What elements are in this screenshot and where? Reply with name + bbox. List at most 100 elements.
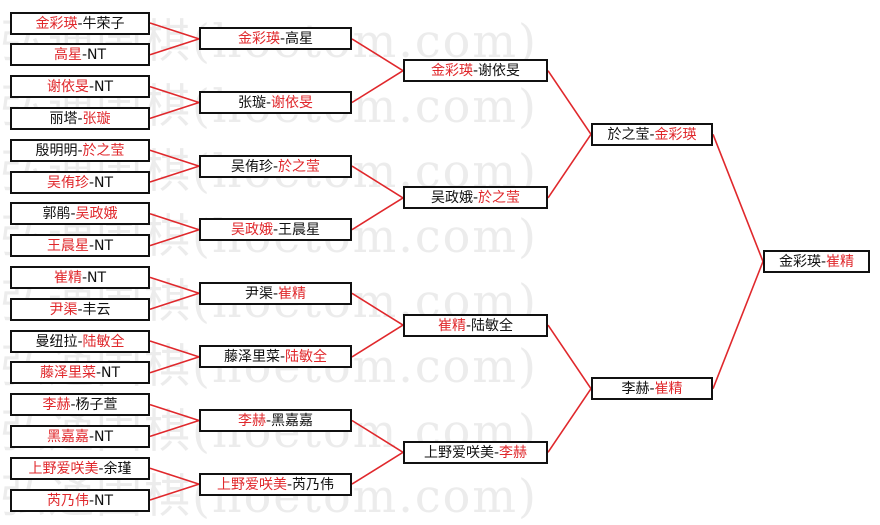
versus-dash: - xyxy=(81,269,88,286)
versus-dash: - xyxy=(70,205,76,222)
round-of-32-match-box: 芮乃伟-NT xyxy=(10,489,150,512)
versus-dash: - xyxy=(649,126,655,143)
round-of-32-match-box: 丽塔-张璇 xyxy=(10,107,150,130)
connector-line xyxy=(712,261,764,389)
connector-line xyxy=(547,388,592,453)
connector-line xyxy=(351,70,404,104)
player-name: 金彩瑛 xyxy=(35,15,78,32)
round-of-32-match-box: 王晨星-NT xyxy=(10,234,150,257)
player-name: 高星 xyxy=(285,30,314,47)
round-of-32-match-box: 崔精-NT xyxy=(10,266,150,289)
versus-dash: - xyxy=(77,110,83,127)
round-of-32-match-box: 曼纽拉-陆敏全 xyxy=(10,330,150,353)
versus-dash: - xyxy=(472,189,479,206)
connector-line xyxy=(351,292,404,326)
connector-line xyxy=(149,403,200,422)
player-name: 丰云 xyxy=(82,301,111,318)
versus-dash: - xyxy=(820,253,827,270)
player-name: 黑嘉嘉 xyxy=(271,412,314,429)
player-name: 高星 xyxy=(53,46,82,63)
versus-dash: - xyxy=(649,380,655,397)
player-name: 上野爱咲美 xyxy=(216,476,287,493)
versus-dash: - xyxy=(70,396,76,413)
player-name: 金彩瑛 xyxy=(237,30,280,47)
player-name: 李赫 xyxy=(621,380,650,397)
round-of-16-match-box: 上野爱咲美-芮乃伟 xyxy=(199,473,352,496)
player-name: 芮乃伟 xyxy=(292,476,335,493)
connector-line xyxy=(149,340,200,358)
player-name: NT xyxy=(94,237,114,254)
round-of-32-match-box: 高星-NT xyxy=(10,43,150,66)
player-name: 丽塔 xyxy=(49,110,78,127)
connector-line xyxy=(149,467,200,485)
versus-dash: - xyxy=(272,285,279,302)
round-of-32-match-box: 黑嘉嘉-NT xyxy=(10,425,150,448)
player-name: 杨子萱 xyxy=(75,396,118,413)
player-name: 吴侑珍 xyxy=(46,174,89,191)
round-of-32-match-box: 殷明明-於之莹 xyxy=(10,139,150,162)
connector-line xyxy=(149,356,200,374)
versus-dash: - xyxy=(77,15,83,32)
player-name: 王晨星 xyxy=(278,221,321,238)
player-name: 崔精 xyxy=(654,380,683,397)
player-name: NT xyxy=(94,174,114,191)
connector-line xyxy=(712,134,764,262)
versus-dash: - xyxy=(286,476,293,493)
connector-line xyxy=(149,276,200,295)
connector-line xyxy=(149,101,200,120)
connector-line xyxy=(351,451,404,485)
player-name: 於之莹 xyxy=(478,189,521,206)
player-name: 李赫 xyxy=(42,396,71,413)
quarterfinal-match-box: 吴政娥-於之莹 xyxy=(403,186,548,209)
connector-line xyxy=(149,165,200,183)
player-name: 李赫 xyxy=(499,444,528,461)
player-name: NT xyxy=(87,46,107,63)
connector-line xyxy=(149,419,200,438)
versus-dash: - xyxy=(472,62,479,79)
player-name: 崔精 xyxy=(826,253,855,270)
versus-dash: - xyxy=(77,333,83,350)
versus-dash: - xyxy=(88,428,95,445)
versus-dash: - xyxy=(279,348,286,365)
connector-line xyxy=(149,149,200,167)
connector-line xyxy=(547,324,592,390)
round-of-32-match-box: 上野爱咲美-余瑾 xyxy=(10,457,150,480)
player-name: 殷明明 xyxy=(35,142,78,159)
quarterfinal-match-box: 金彩瑛-谢依旻 xyxy=(403,59,548,82)
round-of-16-match-box: 金彩瑛-高星 xyxy=(199,27,352,50)
player-name: NT xyxy=(94,428,114,445)
player-name: 金彩瑛 xyxy=(654,126,697,143)
round-of-16-match-box: 吴政娥-王晨星 xyxy=(199,218,352,241)
versus-dash: - xyxy=(77,142,83,159)
player-name: 吴侑珍 xyxy=(230,158,273,175)
versus-dash: - xyxy=(88,174,95,191)
round-of-32-match-box: 郭鹃-吴政娥 xyxy=(10,202,150,225)
versus-dash: - xyxy=(88,237,95,254)
connector-line xyxy=(149,483,200,501)
versus-dash: - xyxy=(279,30,286,47)
player-name: 藤泽里菜 xyxy=(223,348,280,365)
player-name: 於之莹 xyxy=(82,142,125,159)
player-name: 张璇 xyxy=(237,94,266,111)
versus-dash: - xyxy=(98,460,104,477)
round-of-32-match-box: 李赫-杨子萱 xyxy=(10,393,150,416)
player-name: 吴政娥 xyxy=(230,221,273,238)
player-name: NT xyxy=(101,364,121,381)
player-name: 上野爱咲美 xyxy=(28,460,99,477)
player-name: NT xyxy=(94,492,114,509)
connector-line xyxy=(351,324,404,358)
versus-dash: - xyxy=(265,94,272,111)
semifinal-match-box: 於之莹-金彩瑛 xyxy=(591,123,713,146)
round-of-32-match-box: 金彩瑛-牛荣子 xyxy=(10,12,150,35)
versus-dash: - xyxy=(493,444,500,461)
player-name: 尹渠 xyxy=(49,301,78,318)
connector-line xyxy=(351,165,404,199)
player-name: 崔精 xyxy=(53,269,82,286)
round-of-32-match-box: 吴侑珍-NT xyxy=(10,171,150,194)
player-name: 崔精 xyxy=(278,285,307,302)
player-name: 谢依旻 xyxy=(46,78,89,95)
round-of-16-match-box: 李赫-黑嘉嘉 xyxy=(199,409,352,432)
connector-line xyxy=(149,213,200,231)
connector-line xyxy=(149,292,200,310)
